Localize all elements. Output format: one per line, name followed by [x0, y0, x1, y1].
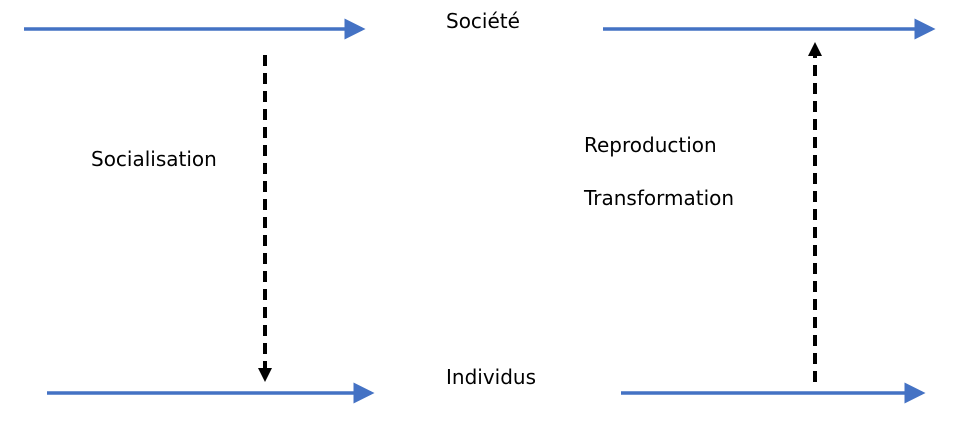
- reproduction-up-arrowhead: [808, 42, 822, 56]
- socialisation-down-arrowhead: [258, 368, 272, 382]
- societe-label: Société: [446, 9, 520, 33]
- reproduction-label: Reproduction: [584, 133, 717, 157]
- transformation-label: Transformation: [584, 186, 735, 210]
- individus-label: Individus: [446, 365, 537, 389]
- socialisation-label: Socialisation: [91, 147, 217, 171]
